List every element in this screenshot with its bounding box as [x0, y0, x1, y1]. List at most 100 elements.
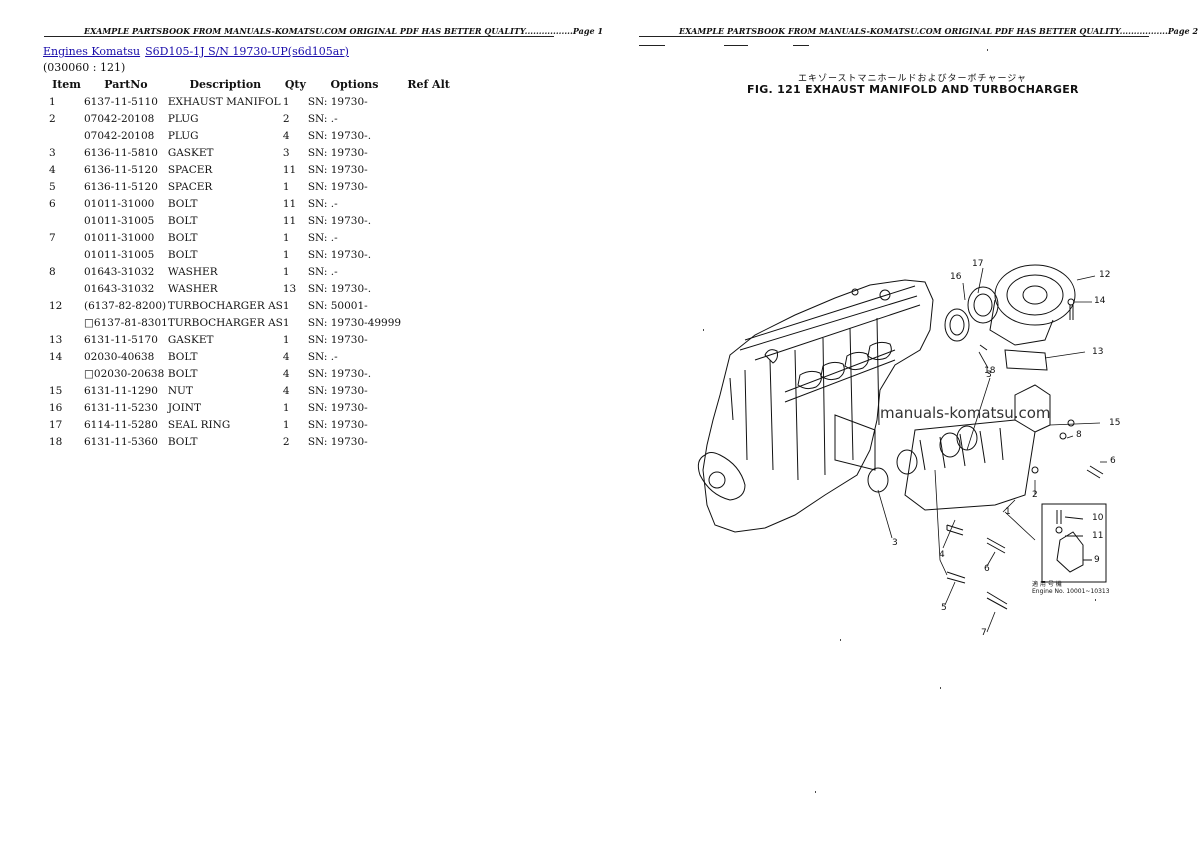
- cell-options: SN: 19730-.: [307, 367, 372, 380]
- cell-qty: 1: [282, 248, 290, 261]
- cell-refalt: [401, 365, 456, 382]
- cell-options: SN: 19730-.: [307, 282, 372, 295]
- cell-item: [43, 314, 84, 331]
- exploded-parts-diagram: [697, 49, 1107, 793]
- col-header-item: Item: [52, 78, 81, 91]
- cell-options: SN: 19730-: [307, 95, 368, 108]
- cell-options: SN: 19730-: [307, 435, 368, 448]
- callout-3-upper: 3: [986, 370, 992, 380]
- cell-partno: 6131-11-5170: [84, 333, 158, 346]
- cell-qty: 11: [282, 197, 297, 210]
- callout-9: 9: [1094, 555, 1100, 565]
- callout-17: 17: [972, 259, 984, 269]
- inset-applicability-note: 適 用 号 機 Engine No. 10001~10313: [1032, 581, 1110, 595]
- cell-qty: 1: [282, 316, 290, 329]
- cell-partno: □6137-81-8301: [84, 316, 168, 329]
- cell-options: SN: 50001-: [307, 299, 368, 312]
- site-watermark: manuals-komatsu.com: [880, 404, 1051, 422]
- cell-description: BOLT: [167, 350, 198, 363]
- cell-qty: 4: [282, 367, 290, 380]
- callout-8: 8: [1076, 430, 1082, 440]
- cell-qty: 1: [282, 180, 290, 193]
- cell-item: 15: [49, 384, 63, 397]
- breadcrumb-link-model[interactable]: S6D105-1J S/N 19730-UP(s6d105ar): [145, 45, 349, 58]
- cell-partno: (6137-82-8200): [84, 299, 167, 312]
- cell-item: [43, 365, 84, 382]
- cell-partno: 6137-11-5110: [84, 95, 158, 108]
- cell-description: BOLT: [167, 197, 198, 210]
- cell-item: 12: [49, 299, 63, 312]
- cell-item: 18: [49, 435, 63, 448]
- cell-description: TURBOCHARGER AS: [167, 299, 283, 312]
- diagram-page: EXAMPLE PARTSBOOK FROM MANUALS-KOMATSU.C…: [595, 0, 1198, 842]
- cell-partno: 02030-40638: [84, 350, 155, 363]
- cell-item: [43, 246, 84, 263]
- callout-13: 13: [1092, 347, 1104, 357]
- cell-item: 14: [49, 350, 63, 363]
- cell-refalt: [401, 212, 456, 229]
- figure-reference-code: (030060 : 121): [43, 61, 126, 74]
- breadcrumb: Engines Komatsu S6D105-1J S/N 19730-UP(s6…: [43, 45, 349, 58]
- cell-refalt: [401, 382, 456, 399]
- cell-item: 3: [49, 146, 56, 159]
- table-header-row: Item PartNo Description Qty Options Ref …: [43, 76, 456, 93]
- cell-refalt: [401, 331, 456, 348]
- rule-fragment: [793, 45, 809, 46]
- cell-refalt: [401, 127, 456, 144]
- col-header-qty: Qty: [284, 78, 306, 91]
- cell-description: SPACER: [167, 163, 213, 176]
- cell-refalt: [401, 348, 456, 365]
- cell-qty: 1: [282, 418, 290, 431]
- callout-6-right: 6: [1110, 456, 1116, 466]
- cell-refalt: [401, 399, 456, 416]
- callout-6-left: 6: [984, 564, 990, 574]
- leader-lines: [877, 267, 1107, 633]
- cell-item: 6: [49, 197, 56, 210]
- cell-options: SN: .-: [307, 265, 338, 278]
- cell-refalt: [401, 195, 456, 212]
- page-header-right: EXAMPLE PARTSBOOK FROM MANUALS-KOMATSU.C…: [679, 26, 1198, 36]
- cell-partno: 6114-11-5280: [84, 418, 158, 431]
- exhaust-manifold-drawing: [904, 384, 1051, 511]
- cell-options: SN: 19730-: [307, 384, 368, 397]
- cell-qty: 11: [282, 163, 297, 176]
- callout-5: 5: [941, 603, 947, 613]
- cell-qty: 3: [282, 146, 290, 159]
- breadcrumb-link-engines[interactable]: Engines Komatsu: [43, 45, 141, 58]
- cell-partno: 07042-20108: [84, 129, 155, 142]
- cell-qty: 1: [282, 333, 290, 346]
- cell-description: BOLT: [167, 435, 198, 448]
- cell-description: EXHAUST MANIFOL: [167, 95, 281, 108]
- cell-partno: 01643-31032: [84, 282, 155, 295]
- figure-japanese-title: エキゾーストマニホールドおよびターボチャージャ: [798, 74, 1027, 84]
- cell-item: [43, 212, 84, 229]
- rule-fragment: [639, 45, 665, 46]
- cell-options: SN: 19730-: [307, 180, 368, 193]
- col-header-partno: PartNo: [104, 78, 148, 91]
- bolts-drawing: [946, 298, 1104, 610]
- cell-options: SN: 19730-: [307, 146, 368, 159]
- callout-16: 16: [950, 272, 962, 282]
- cell-refalt: [401, 93, 456, 110]
- cell-item: 7: [49, 231, 56, 244]
- cell-description: NUT: [167, 384, 193, 397]
- cell-description: GASKET: [167, 333, 214, 346]
- cell-options: SN: 19730-: [307, 333, 368, 346]
- cell-description: WASHER: [167, 265, 218, 278]
- cell-refalt: [401, 178, 456, 195]
- col-header-options: Options: [330, 78, 379, 91]
- cell-refalt: [401, 263, 456, 280]
- cell-partno: 6136-11-5810: [84, 146, 158, 159]
- cell-partno: 01011-31000: [84, 231, 155, 244]
- cell-options: SN: 19730-: [307, 418, 368, 431]
- cell-description: PLUG: [167, 112, 199, 125]
